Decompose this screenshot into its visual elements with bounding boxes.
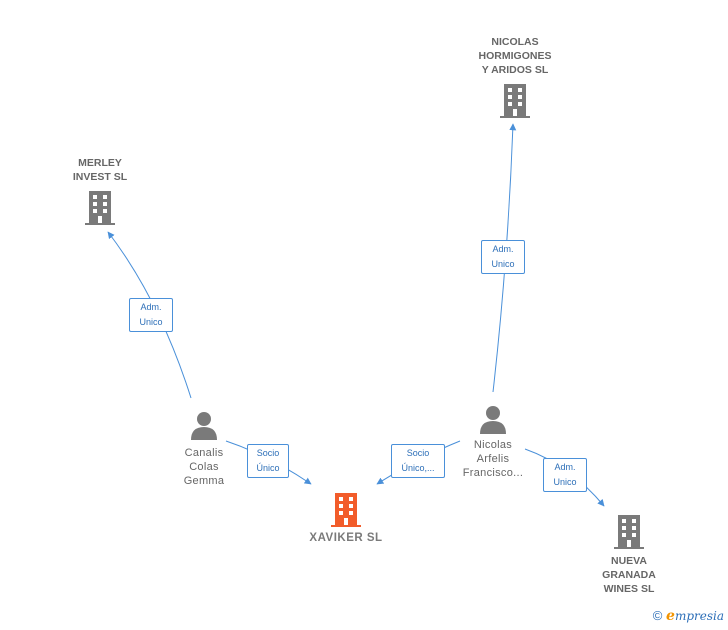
node-label: NUEVA GRANADA WINES SL (583, 554, 675, 596)
edge-label-line: Socio (406, 448, 430, 458)
copyright-icon: © (652, 608, 663, 623)
label-line: Arfelis (476, 453, 510, 465)
label-line: HORMIGONES (478, 50, 552, 62)
label-line: Gemma (183, 475, 225, 487)
label-line: Y ARIDOS SL (481, 64, 549, 76)
brand-logo-text: mpresia (674, 609, 724, 623)
edge-label-canalis-xaviker[interactable]: Socio Único (247, 444, 289, 478)
label-line: Francisco... (462, 467, 524, 479)
building-icon (331, 493, 361, 527)
label-line: NICOLAS (491, 36, 539, 48)
node-label: Nicolas Arfelis Francisco... (446, 438, 540, 480)
label-line: WINES SL (603, 583, 655, 595)
label-line: MERLEY (78, 157, 122, 169)
person-icon (191, 412, 217, 440)
edge-label-line: Adm. (492, 244, 514, 254)
node-nicolas-arfelis[interactable]: Nicolas Arfelis Francisco... (446, 404, 540, 480)
brand-logo[interactable]: empresia (666, 608, 724, 624)
person-icon (480, 406, 506, 434)
edge-label-line: Unico (553, 477, 577, 487)
edge-label-line: Unico (139, 317, 163, 327)
node-label: MERLEY INVEST SL (50, 156, 150, 184)
edge-label-line: Único,... (401, 463, 435, 473)
node-canalis[interactable]: Canalis Colas Gemma (162, 410, 246, 488)
edge-label-arfelis-nueva[interactable]: Adm. Unico (543, 458, 587, 492)
copyright-footer: © empresia (653, 608, 724, 624)
node-label: NICOLAS HORMIGONES Y ARIDOS SL (455, 35, 575, 77)
node-label: Canalis Colas Gemma (162, 446, 246, 488)
node-nueva-granada[interactable]: NUEVA GRANADA WINES SL (583, 514, 675, 596)
edge-label-arfelis-hormigones[interactable]: Adm. Unico (481, 240, 525, 274)
edge-label-line: Único (256, 463, 280, 473)
edge-label-line: Adm. (140, 302, 162, 312)
label-line: INVEST SL (72, 171, 128, 183)
node-xaviker[interactable]: XAVIKER SL (300, 492, 392, 544)
building-icon (85, 191, 115, 225)
node-merley-invest[interactable]: MERLEY INVEST SL (50, 156, 150, 226)
edge-label-line: Socio (256, 448, 280, 458)
edge-label-line: Adm. (554, 462, 576, 472)
building-icon (614, 515, 644, 549)
brand-logo-initial: e (666, 608, 675, 624)
label-line: Nicolas (473, 439, 513, 451)
node-nicolas-hormigones[interactable]: NICOLAS HORMIGONES Y ARIDOS SL (455, 35, 575, 119)
label-line: NUEVA (611, 555, 647, 567)
edge-label-arfelis-xaviker[interactable]: Socio Único,... (391, 444, 445, 478)
label-line: Colas (189, 461, 219, 473)
edge-label-line: Unico (491, 259, 515, 269)
node-label: XAVIKER SL (309, 532, 383, 544)
building-icon (500, 84, 530, 118)
label-line: GRANADA (602, 569, 656, 581)
label-line: Canalis (184, 447, 224, 459)
edge-label-canalis-merley[interactable]: Adm. Unico (129, 298, 173, 332)
